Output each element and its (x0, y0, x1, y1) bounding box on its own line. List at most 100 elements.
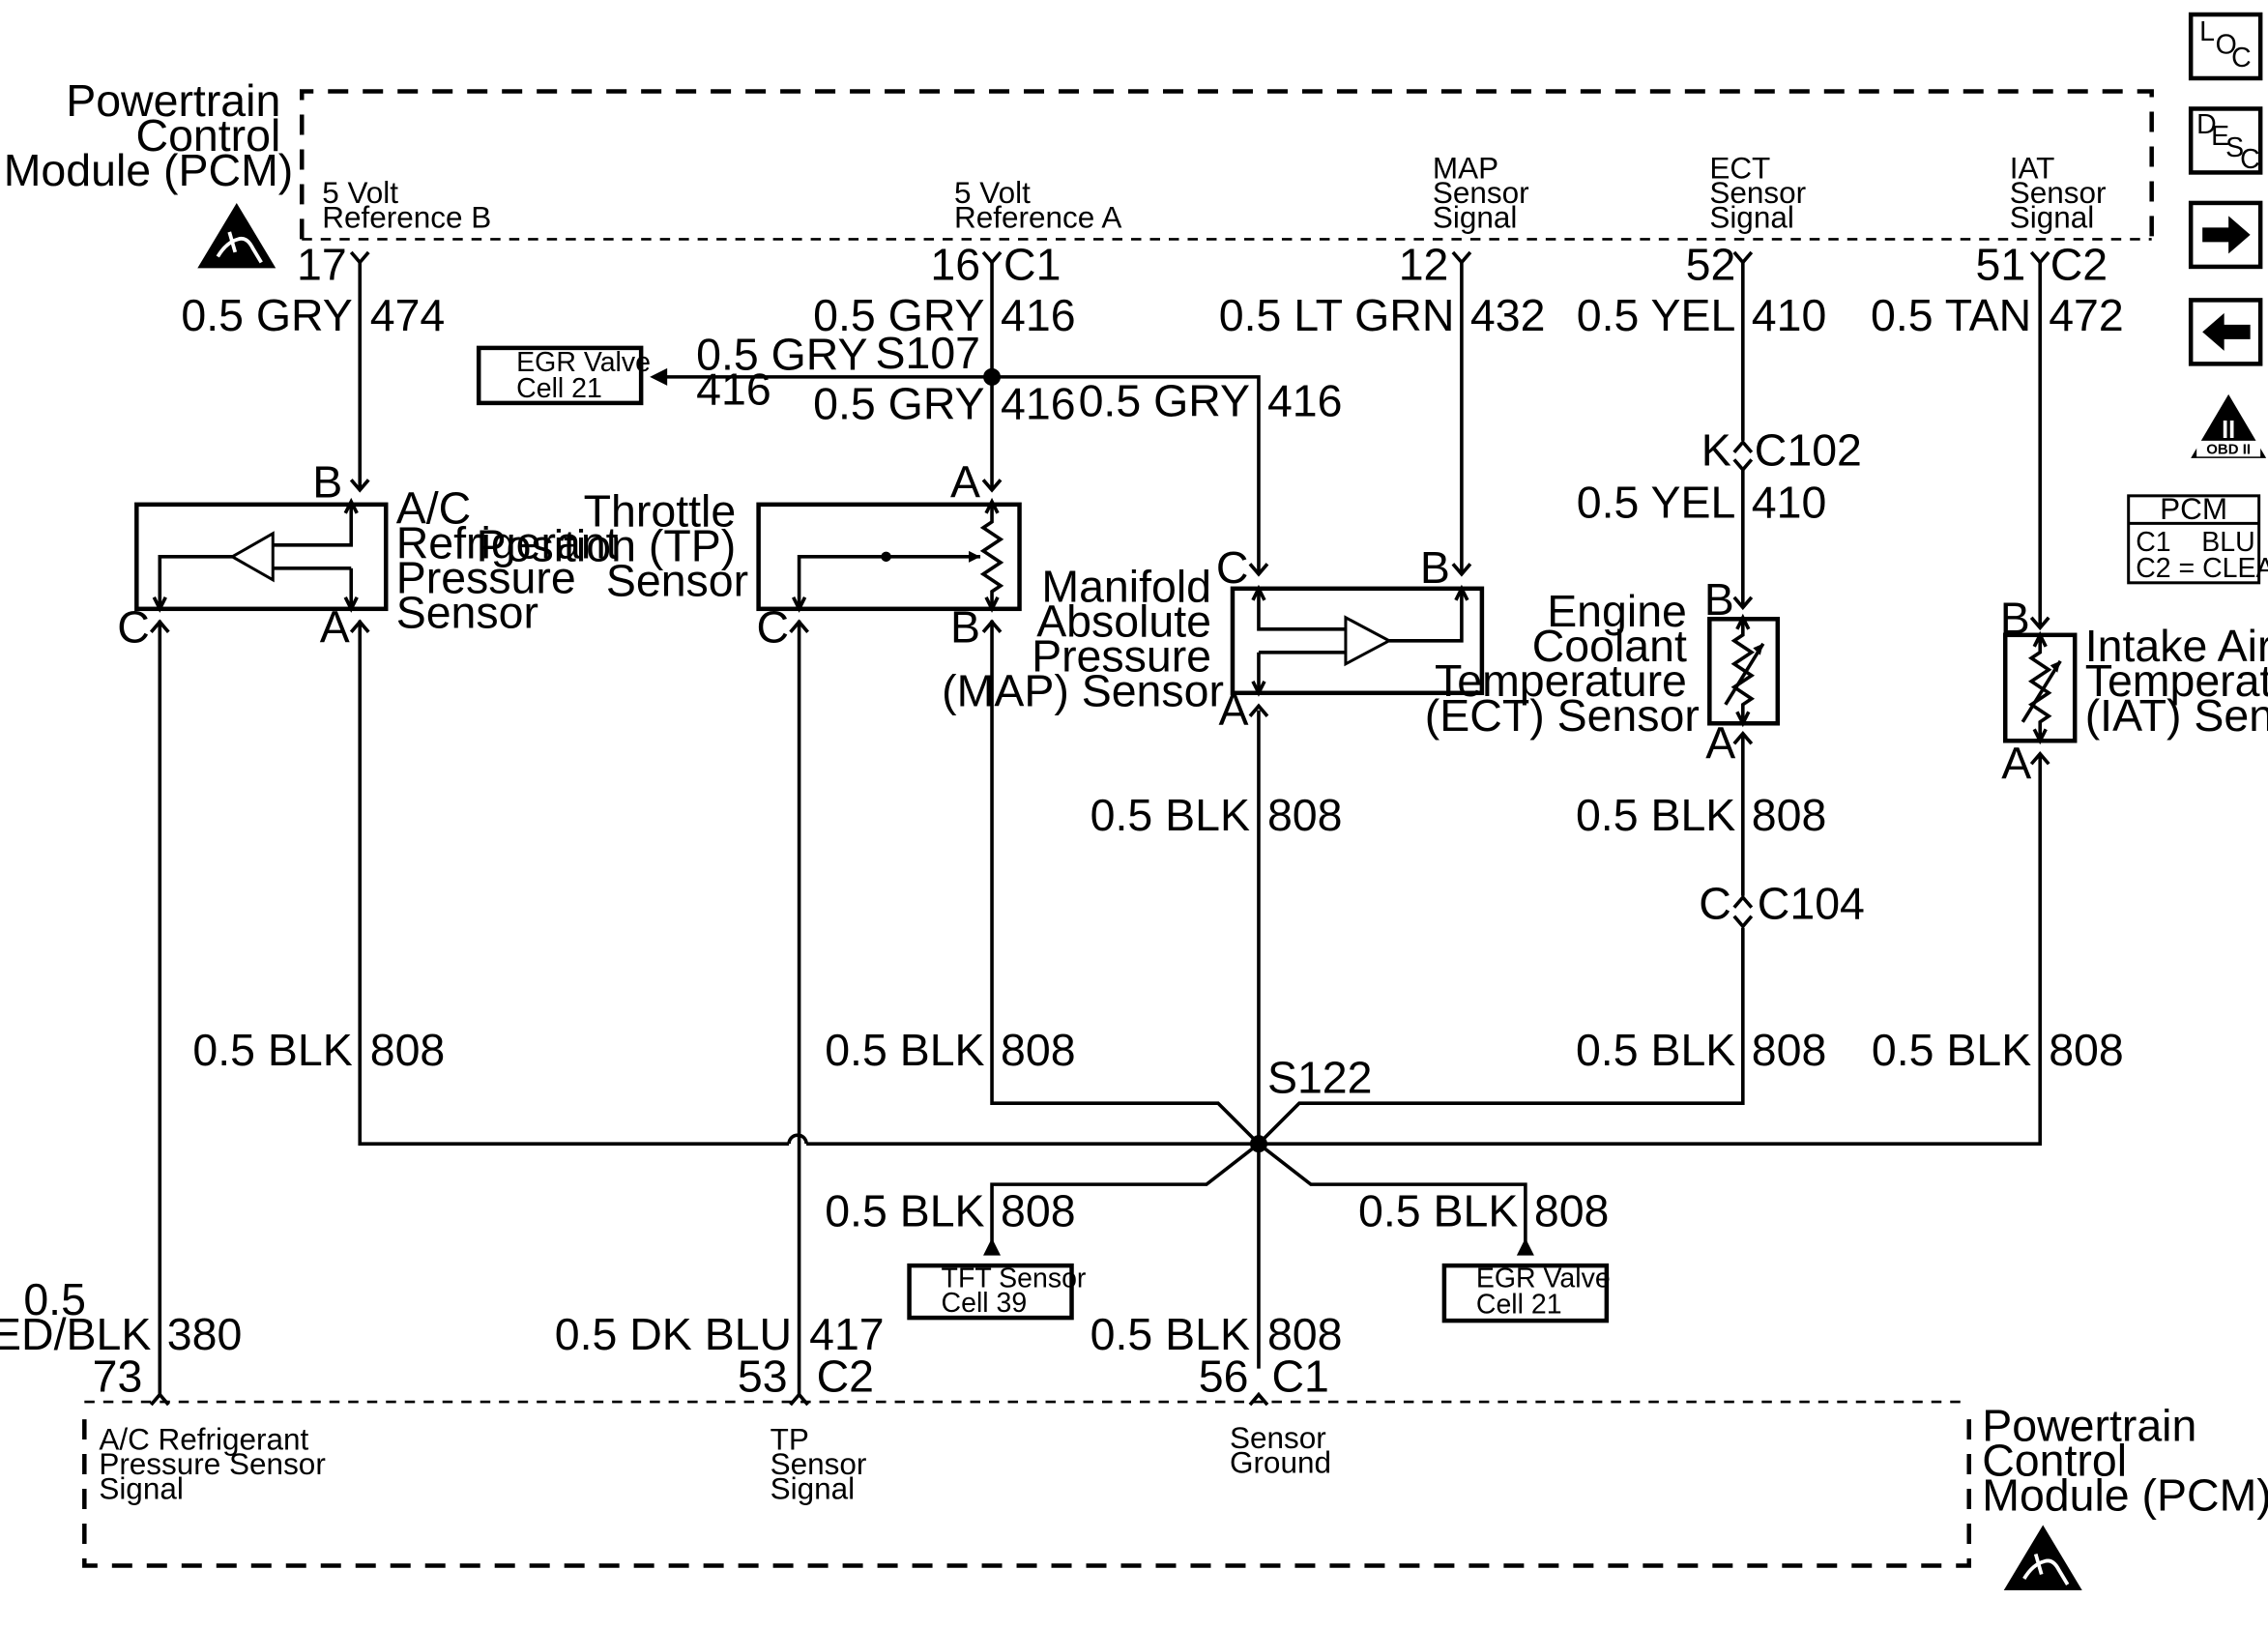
pcm-top-pin-12: 12 (1399, 239, 1449, 289)
wire-808-ect-a-color: 0.5 BLK (1576, 790, 1735, 840)
map-sensor-pin-a: A (1218, 684, 1248, 735)
map-sensor[interactable]: C B A Manifold Absolute Pressure (MAP) S… (942, 542, 1488, 735)
arrow-to-tft (983, 1237, 1002, 1256)
iat-sensor-pin-b: B (2000, 593, 2030, 643)
wire-417-color: 0.5 DK BLU (555, 1309, 792, 1359)
wire-380-size: 0.5 (23, 1274, 86, 1324)
wire-808-egr-circuit: 808 (1534, 1186, 1610, 1236)
pcm-top-pin-16: 16 (930, 239, 980, 289)
wire-416-tp-color: 0.5 GRY (813, 378, 984, 428)
ect-sensor-pin-a: A (1705, 717, 1735, 768)
wire-808-ac-color: 0.5 BLK (192, 1025, 352, 1075)
ac-sensor-pin-b: B (312, 456, 342, 507)
wire-474-color: 0.5 GRY (181, 290, 352, 340)
pcm-bottom: Powertrain Control Module (PCM) A/C Refr… (82, 1352, 2268, 1591)
wire-380-color: RED/BLK (0, 1309, 151, 1359)
pcm-bottom-connector-c1: C1 (1271, 1352, 1328, 1402)
ref-egr-valve-bottom[interactable]: EGR Valve Cell 21 (1441, 1264, 1618, 1323)
pcm-bottom-circuit-sensor-ground: Sensor Ground (1230, 1420, 1335, 1479)
svg-text:D: D (2196, 109, 2217, 140)
next-page-button[interactable] (2188, 200, 2263, 270)
wire-410-mid-circuit: 410 (1752, 477, 1827, 527)
ref-tft-sensor-text: TFT Sensor Cell 39 (942, 1264, 1094, 1319)
wiring (158, 262, 2043, 1395)
wire-808-ect-b-circuit: 808 (1752, 1025, 1827, 1075)
tp-sensor-name: Throttle Position (TP) Sensor (477, 485, 748, 605)
wire-416-map-color: 0.5 GRY (1079, 375, 1250, 425)
ref-egr-valve-bottom-text: EGR Valve Cell 21 (1476, 1264, 1618, 1321)
ac-sensor-pin-c: C (117, 601, 150, 652)
connector-c102-pin: K (1701, 424, 1731, 475)
ref-egr-valve-top-text: EGR Valve Cell 21 (516, 347, 658, 404)
wire-417-circuit: 417 (809, 1309, 885, 1359)
loc-button[interactable]: L O C (2188, 12, 2263, 81)
pcm-top-pin-52: 52 (1686, 239, 1736, 289)
pcm-bottom-pin-53: 53 (738, 1352, 788, 1402)
prev-page-button[interactable] (2188, 298, 2263, 366)
wire-474-circuit: 474 (370, 290, 446, 340)
ect-sensor[interactable]: B A Engine Coolant Temperature (ECT) Sen… (1425, 574, 1784, 768)
wire-416-top-circuit: 416 (1001, 290, 1076, 340)
arrow-to-egr-top (650, 367, 668, 386)
legend-row-c1: C1 BLU (2136, 527, 2254, 558)
pcm-bottom-connector-c2: C2 (817, 1352, 874, 1402)
pcm-bottom-pin-56: 56 (1199, 1352, 1249, 1402)
wire-808-tp-circuit: 808 (1001, 1025, 1076, 1075)
pcm-bottom-circuit-tp-signal: TP Sensor Signal (771, 1422, 876, 1506)
desc-button[interactable]: D E S C (2188, 106, 2263, 175)
wire-432-color: 0.5 LT GRN (1219, 290, 1455, 340)
wire-labels: 0.5 GRY 474 0.5 GRY 416 0.5 GRY 416 0.5 … (0, 290, 2124, 1359)
wire-416-tp-circuit: 416 (1001, 378, 1076, 428)
wire-808-iat-circuit: 808 (2049, 1025, 2124, 1075)
pcm-top-circuit-iat-signal: IAT Sensor Signal (2010, 150, 2115, 234)
wire-808-tft-circuit: 808 (1001, 1186, 1076, 1236)
ref-egr-valve-top[interactable]: EGR Valve Cell 21 (476, 345, 658, 406)
pcm-top-outline (300, 89, 2154, 240)
svg-text:E: E (2211, 121, 2229, 152)
esd-icon (197, 202, 276, 269)
wire-472-circuit: 472 (2049, 290, 2124, 340)
obd-ii-button[interactable]: II OBD II (2191, 393, 2267, 458)
svg-text:II: II (2222, 417, 2235, 444)
map-sensor-name: Manifold Absolute Pressure (MAP) Sensor (942, 561, 1224, 715)
wire-472-color: 0.5 TAN (1871, 290, 2031, 340)
tp-sensor-pin-a: A (950, 456, 980, 507)
pcm-top-pin-17: 17 (297, 239, 347, 289)
arrow-right-icon (2202, 216, 2251, 254)
wire-808-iat-color: 0.5 BLK (1872, 1025, 2031, 1075)
pcm-top-circuit-5v-ref-b: 5 Volt Reference B (322, 175, 491, 234)
connector-c104-name: C104 (1758, 879, 1865, 929)
svg-text:S: S (2225, 132, 2244, 163)
wire-808-map-circuit: 808 (1267, 790, 1343, 840)
connector-c104: C C104 (1699, 879, 1865, 929)
ref-tft-sensor[interactable]: TFT Sensor Cell 39 (907, 1264, 1094, 1321)
svg-text:L: L (2199, 16, 2215, 47)
pcm-top: Powertrain Control Module (PCM) 5 Volt R… (4, 75, 2154, 289)
pcm-bottom-pin-73: 73 (93, 1352, 143, 1402)
splice-s107-dot (983, 367, 1002, 386)
connector-c104-pin: C (1699, 879, 1731, 929)
ac-sensor-name: A/C Refrigerant Pressure Sensor (396, 482, 631, 637)
splice-s107-label: S107 (876, 328, 981, 378)
pcm-top-circuit-5v-ref-a: 5 Volt Reference A (954, 175, 1121, 234)
wire-410-top-color: 0.5 YEL (1577, 290, 1736, 340)
splice-s122-dot (1249, 1135, 1267, 1153)
ac-refrigerant-pressure-sensor[interactable]: B C A A/C Refrigerant Pressure Sensor (117, 456, 630, 652)
svg-text:O: O (2216, 29, 2237, 60)
wire-416-egr-circuit: 416 (696, 363, 771, 414)
wire-808-ac-circuit: 808 (370, 1025, 446, 1075)
wire-380-circuit: 380 (167, 1309, 243, 1359)
wire-410-mid-color: 0.5 YEL (1577, 477, 1736, 527)
svg-text:C: C (2240, 144, 2260, 175)
iat-sensor[interactable]: B A Intake Air Temperature (IAT) Sensor (1999, 593, 2268, 788)
legend-title: PCM (2160, 491, 2227, 526)
pcm-top-title: Powertrain Control Module (PCM) (4, 75, 294, 195)
pcm-top-circuit-map-signal: MAP Sensor Signal (1433, 150, 1538, 234)
throttle-position-sensor[interactable]: A C B Throttle Position (TP) Sensor (477, 456, 1026, 652)
obd-ii-icon: II OBD II (2191, 393, 2267, 458)
ect-sensor-pin-b: B (1704, 574, 1734, 625)
wire-808-pcm-color: 0.5 BLK (1090, 1309, 1250, 1359)
wire-808-egr-color: 0.5 BLK (1358, 1186, 1518, 1236)
arrow-left-icon (2202, 312, 2251, 351)
wire-416-top-color: 0.5 GRY (813, 290, 984, 340)
